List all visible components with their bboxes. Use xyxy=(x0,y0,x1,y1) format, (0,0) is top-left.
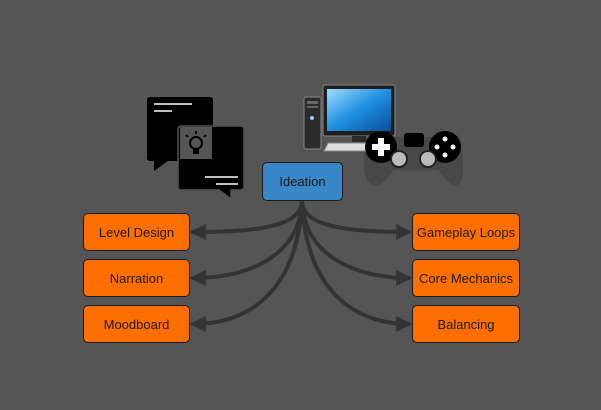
node-label: Moodboard xyxy=(103,316,170,332)
connector-moodboard xyxy=(189,199,304,332)
node-narration: Narration xyxy=(83,259,190,297)
connector-balancing xyxy=(300,199,413,332)
node-label: Narration xyxy=(109,270,164,286)
node-gameplay-loops: Gameplay Loops xyxy=(412,213,520,251)
node-ideation: Ideation xyxy=(262,162,343,201)
node-label: Ideation xyxy=(279,174,326,189)
node-label: Balancing xyxy=(437,316,495,332)
node-label: Core Mechanics xyxy=(419,270,513,286)
node-level-design: Level Design xyxy=(83,213,190,251)
node-core-mechanics: Core Mechanics xyxy=(412,259,520,297)
node-moodboard: Moodboard xyxy=(83,305,190,343)
node-label: Level Design xyxy=(98,224,175,240)
node-label: Gameplay Loops xyxy=(416,224,516,240)
node-balancing: Balancing xyxy=(412,305,520,343)
